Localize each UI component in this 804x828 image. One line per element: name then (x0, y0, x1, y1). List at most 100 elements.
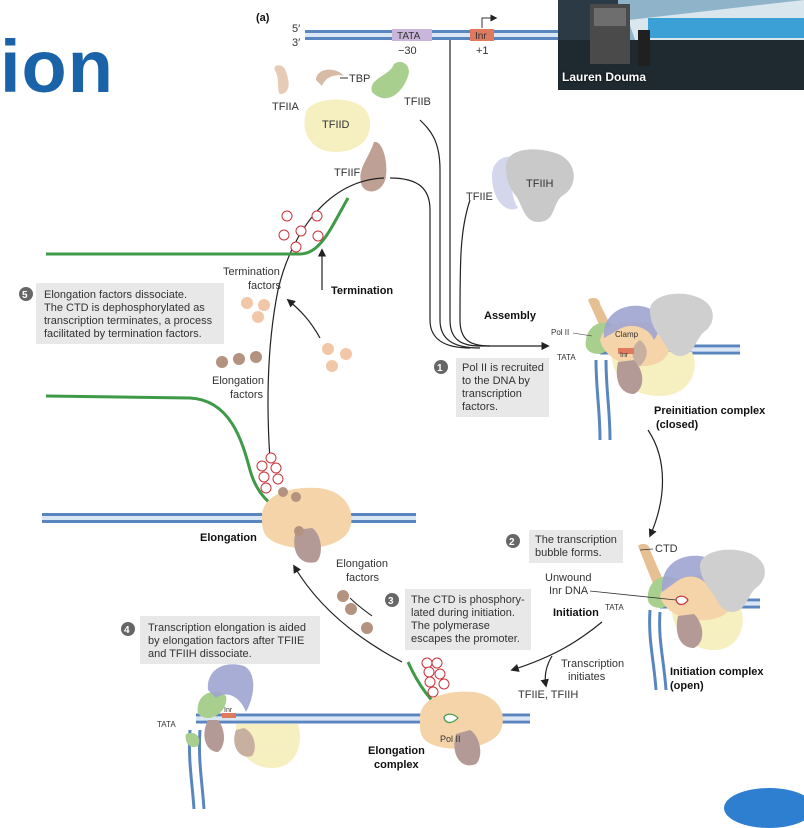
released-rna (46, 197, 350, 256)
tfiif-shape (360, 141, 387, 192)
termination-factors-label-2: factors (248, 280, 282, 292)
init-complex-label-2: (open) (670, 680, 704, 692)
step-4-box: 4 Transcription elongation is aided by e… (121, 616, 320, 664)
left-over-preinit-factors (185, 664, 300, 768)
tfiie-tfiih-label: TFIIE, TFIIH (518, 689, 578, 701)
elongation-rna (45, 394, 291, 516)
slide-title: ion (0, 25, 114, 108)
tfiid-shape (304, 99, 371, 152)
step-1-number: 1 (437, 363, 443, 374)
tata-box-label: TATA (397, 31, 421, 42)
phosphate-groups-elongation (256, 452, 284, 494)
step-4-number: 4 (124, 625, 130, 636)
bottom-tata-label: TATA (157, 720, 176, 729)
pol2-label: Pol II (551, 328, 569, 337)
elongation-label: Elongation (200, 532, 257, 544)
bottom-pol2-subunit (454, 730, 481, 766)
assembly-lines (389, 40, 550, 351)
step-4-line-2: by elongation factors after TFIIE (148, 635, 304, 647)
inr-position: +1 (476, 45, 489, 57)
step-2-line-1: The transcription (535, 534, 617, 546)
step-3-box: 3 The CTD is phosphory- lated during ini… (385, 589, 531, 650)
tfiia-label: TFIIA (272, 101, 300, 113)
init-tata-label: TATA (605, 603, 624, 612)
tfiih-shape (506, 149, 574, 222)
phosphate-groups-bottom (421, 657, 450, 698)
step-4-line-1: Transcription elongation is aided (148, 622, 306, 634)
step-3-line-3: The polymerase (411, 620, 490, 632)
bottom-pol2 (419, 691, 503, 749)
panel-label: (a) (256, 12, 270, 24)
slide-number-badge (724, 788, 804, 828)
strand-5-label: 5′ (292, 23, 300, 35)
step-5-number: 5 (22, 290, 28, 301)
step-3-line-4: escapes the promoter. (411, 633, 520, 645)
step-4-line-3: and TFIIH dissociate. (148, 648, 252, 660)
bottom-inr-label: Inr (224, 707, 233, 714)
elongation-factors-mid-label-1: Elongation (336, 558, 388, 570)
transcription-initiates-label-1: Transcription (561, 658, 624, 670)
video-thumbnail[interactable]: Lauren Douma (558, 0, 804, 90)
tfiid-label: TFIID (322, 119, 350, 131)
tss-arrow-icon (481, 14, 498, 28)
step-3-line-1: The CTD is phosphory- (411, 594, 525, 606)
tbp-label: TBP (349, 73, 370, 85)
preinit-complex-label-2: (closed) (656, 419, 699, 431)
step-5-line-2: The CTD is dephosphorylated as (44, 302, 205, 314)
elongation-dna (42, 513, 416, 523)
termination-factors-balls (241, 297, 352, 372)
tata-position: −30 (398, 45, 417, 57)
preinitiation-complex (585, 293, 740, 441)
transcription-initiates-arrow (510, 621, 603, 672)
elongation-complex-label-1: Elongation (368, 745, 425, 757)
step-1-line-2: to the DNA by (462, 375, 530, 387)
step-1-box: 1 Pol II is recruited to the DNA by tran… (434, 358, 549, 417)
cycle-arrow-elongation (293, 564, 403, 663)
step-5-line-3: transcription terminates, a process (44, 315, 213, 327)
termination-path (267, 177, 385, 461)
step-3-line-2: lated during initiation. (411, 607, 515, 619)
transcription-cycle-diagram: (a) 5′ 3′ TATA Inr −30 +1 TFIIA TBP TFII… (19, 12, 766, 809)
video-scene (558, 0, 804, 90)
arrow-to-initiation (647, 429, 663, 538)
step-2-line-2: bubble forms. (535, 547, 602, 559)
step-2-number: 2 (509, 537, 515, 548)
elongation-complex-label-2: complex (374, 759, 420, 771)
tfiib-shape (371, 61, 409, 99)
tfiib-label: TFIIB (404, 96, 431, 108)
clamp-label: Clamp (615, 330, 639, 339)
elongation-factors-balls-mid (337, 590, 373, 634)
phosphate-groups-top (278, 210, 324, 253)
tfiif-label: TFIIF (334, 167, 361, 179)
elongation-factors-left-label-2: factors (230, 389, 264, 401)
strand-3-label: 3′ (292, 37, 300, 49)
tfiih-label: TFIIH (526, 178, 554, 190)
unwound-label-2: Inr DNA (549, 585, 589, 597)
tfiie-label: TFIIE (466, 191, 493, 203)
step-2-box: 2 The transcription bubble forms. (506, 530, 623, 563)
transcription-initiates-label-2: initiates (568, 671, 606, 683)
inr-box (470, 29, 494, 41)
unwound-label-1: Unwound (545, 572, 591, 584)
step-5-line-4: facilitated by termination factors. (44, 328, 202, 340)
tata-box (392, 29, 432, 41)
init-complex-label-1: Initiation complex (670, 666, 764, 678)
elongation-factor-joining-line (349, 597, 373, 617)
elongation-factors-mid-label-2: factors (346, 572, 380, 584)
elongating-pol2-subunit (294, 528, 321, 563)
initiation-complex (638, 543, 765, 691)
inr-box-label: Inr (475, 31, 487, 42)
bound-elongation-factors (278, 487, 304, 536)
elongation-factors-balls-left (216, 351, 262, 368)
termination-factors-label-1: Termination (223, 266, 280, 278)
step-1-line-4: factors. (462, 401, 498, 413)
preinit-inr-label: Inr (620, 352, 629, 359)
assembly-label: Assembly (484, 310, 537, 322)
preinit-tata-label: TATA (557, 353, 576, 362)
termination-label: Termination (331, 285, 393, 297)
termination-factor-arrow (286, 298, 321, 339)
participant-name: Lauren Douma (562, 70, 647, 84)
step-3-number: 3 (388, 596, 394, 607)
elongation-factors-left-label-1: Elongation (212, 375, 264, 387)
tfiia-shape (274, 65, 289, 95)
